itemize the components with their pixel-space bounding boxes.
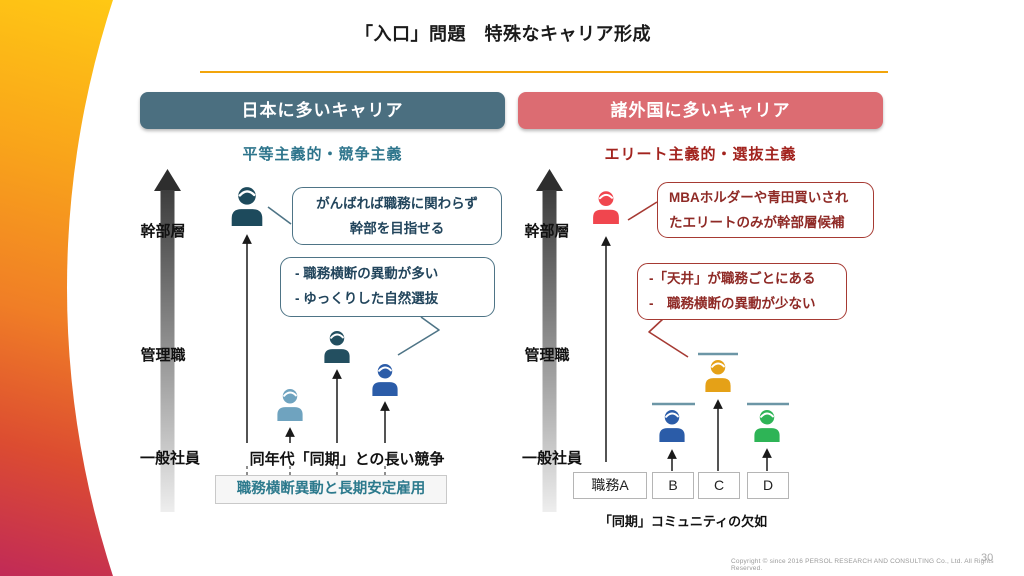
left-career-header: 日本に多いキャリア xyxy=(140,92,505,129)
title-divider-line xyxy=(200,71,888,73)
left-speech-bubble-2: - 職務横断の異動が多い - ゆっくりした自然選抜 xyxy=(280,257,495,317)
right-bubble1-line1: MBAホルダーや青田買いされ xyxy=(669,190,849,205)
job-box-d: D xyxy=(747,472,789,499)
left-axis-label-manager: 管理職 xyxy=(140,347,186,364)
right-bubble2-line2: - 職務横断の異動が少ない xyxy=(649,296,816,311)
right-subtitle: エリート主義的・選抜主義 xyxy=(604,146,797,163)
left-subtitle: 平等主義的・競争主義 xyxy=(242,146,403,163)
left-bubble1-line2: 幹部を目指せる xyxy=(349,221,445,236)
left-bubble2-line2: - ゆっくりした自然選抜 xyxy=(295,291,439,306)
right-career-header: 諸外国に多いキャリア xyxy=(518,92,883,129)
job-box-b: B xyxy=(652,472,694,499)
left-competition-label: 同年代「同期」との長い競争 xyxy=(249,451,445,468)
job-box-c: C xyxy=(698,472,740,499)
copyright-text: Copyright © since 2016 PERSOL RESEARCH A… xyxy=(731,558,994,572)
right-speech-bubble-1: MBAホルダーや青田買いされ たエリートのみが幹部層候補 xyxy=(657,182,874,238)
left-bottom-box: 職務横断異動と長期安定雇用 xyxy=(215,475,447,504)
right-bottom-label: 「同期」コミュニティの欠如 xyxy=(598,514,768,529)
left-speech-bubble-1: がんばれば職務に関わらず 幹部を目指せる xyxy=(292,187,502,245)
left-axis-label-executive: 幹部層 xyxy=(140,223,186,240)
right-axis-label-staff: 一般社員 xyxy=(521,450,583,467)
left-axis-label-staff: 一般社員 xyxy=(139,450,201,467)
right-bubble1-line2: たエリートのみが幹部層候補 xyxy=(669,215,845,230)
right-axis-label-executive: 幹部層 xyxy=(524,223,570,240)
right-bubble2-line1: -「天井」が職務ごとにある xyxy=(649,271,816,286)
left-bubble2-line1: - 職務横断の異動が多い xyxy=(295,266,439,281)
left-bubble1-line1: がんばれば職務に関わらず xyxy=(316,196,478,211)
page-title: 「入口」問題 特殊なキャリア形成 xyxy=(355,24,651,44)
right-axis-label-manager: 管理職 xyxy=(524,347,570,364)
right-speech-bubble-2: -「天井」が職務ごとにある - 職務横断の異動が少ない xyxy=(637,263,847,320)
job-box-a: 職務A xyxy=(573,472,647,499)
page-number: 30 xyxy=(981,552,994,564)
